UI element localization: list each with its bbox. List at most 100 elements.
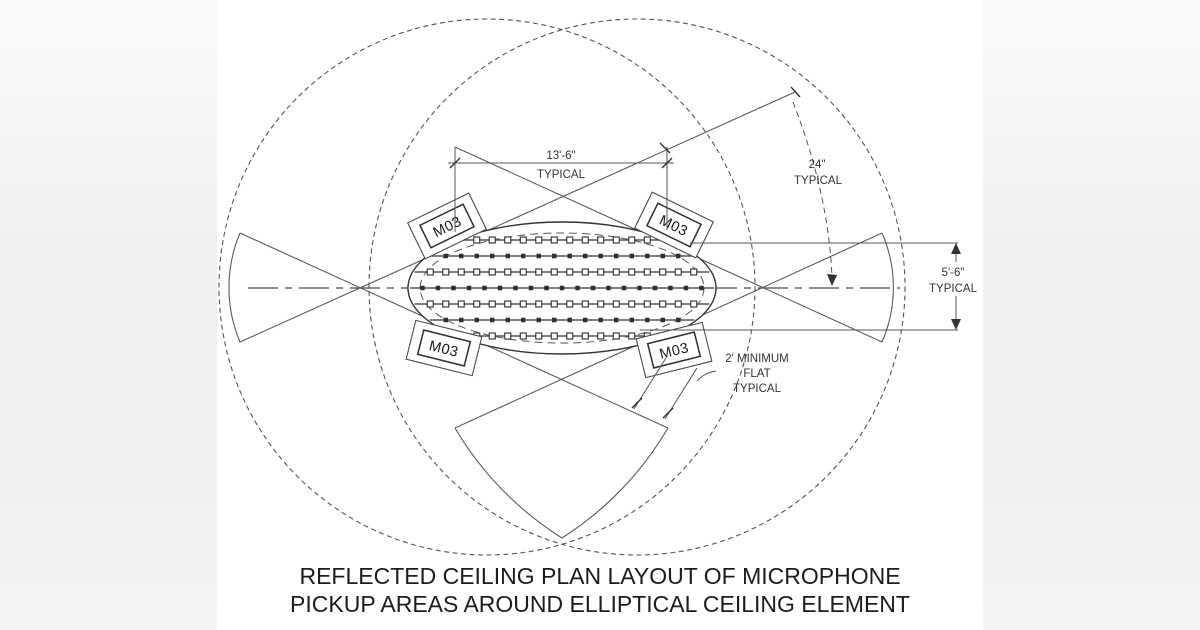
flat-zone-label-2: FLAT bbox=[743, 368, 770, 380]
array-element bbox=[505, 253, 510, 259]
array-element bbox=[581, 268, 589, 276]
dim-leader-arc bbox=[792, 101, 833, 279]
array-element bbox=[645, 317, 650, 323]
mic-tag-upper-right: M03 bbox=[633, 191, 715, 259]
dim-value: 24" bbox=[809, 159, 826, 171]
array-element bbox=[612, 268, 620, 276]
array-element bbox=[473, 236, 481, 244]
array-element bbox=[550, 236, 558, 244]
array-element bbox=[614, 253, 619, 259]
flat-zone-leader bbox=[696, 370, 717, 382]
array-element bbox=[519, 236, 527, 244]
pickup-arc-bottom-left bbox=[454, 427, 563, 539]
pickup-boundary-line-2 bbox=[239, 91, 796, 343]
dim-label-background bbox=[926, 262, 982, 296]
array-element bbox=[482, 285, 487, 291]
array-element bbox=[535, 236, 543, 244]
array-element bbox=[628, 236, 636, 244]
array-element bbox=[488, 300, 496, 308]
array-element bbox=[668, 285, 673, 291]
array-element bbox=[659, 268, 667, 276]
dim-qualifier: TYPICAL bbox=[537, 169, 586, 181]
array-element bbox=[659, 300, 667, 308]
array-element bbox=[566, 300, 574, 308]
array-element bbox=[676, 253, 681, 259]
array-element bbox=[443, 317, 448, 323]
array-element bbox=[628, 332, 636, 340]
dim-tick bbox=[790, 86, 801, 98]
array-element bbox=[521, 253, 526, 259]
array-element bbox=[699, 285, 704, 291]
array-element bbox=[597, 332, 605, 340]
array-element bbox=[566, 268, 574, 276]
array-element bbox=[459, 317, 464, 323]
dim-tick bbox=[659, 142, 671, 154]
array-element bbox=[598, 253, 603, 259]
array-element bbox=[497, 285, 503, 291]
array-element bbox=[535, 268, 543, 276]
array-element bbox=[504, 332, 512, 340]
array-element bbox=[674, 300, 682, 308]
array-element bbox=[621, 285, 627, 291]
pickup-arc-bottom-right bbox=[561, 427, 669, 539]
dim-horizontal-13-6: 13'-6" TYPICAL bbox=[448, 147, 674, 232]
array-element bbox=[643, 300, 651, 308]
array-element bbox=[559, 285, 565, 291]
dim-value: 5'-6" bbox=[942, 267, 965, 279]
array-element bbox=[674, 268, 682, 276]
diagram-title-line-2: PICKUP AREAS AROUND ELLIPTICAL CEILING E… bbox=[290, 591, 910, 617]
array-element bbox=[521, 317, 526, 323]
array-element bbox=[488, 236, 496, 244]
array-element bbox=[504, 268, 512, 276]
array-element bbox=[550, 332, 558, 340]
array-element bbox=[442, 268, 450, 276]
array-element bbox=[581, 332, 589, 340]
array-element bbox=[660, 317, 665, 323]
array-element bbox=[488, 332, 496, 340]
dim-tick bbox=[661, 157, 673, 169]
array-element bbox=[473, 268, 481, 276]
dim-tick bbox=[449, 157, 461, 169]
array-element bbox=[597, 268, 605, 276]
array-element bbox=[488, 268, 496, 276]
array-element bbox=[643, 268, 651, 276]
array-element bbox=[457, 268, 465, 276]
array-element bbox=[536, 253, 541, 259]
array-element bbox=[690, 268, 698, 276]
array-element bbox=[552, 317, 557, 323]
pickup-fan-arc-left bbox=[228, 232, 241, 343]
array-element bbox=[535, 300, 543, 308]
flat-zone-label-1: 2' MINIMUM bbox=[725, 353, 789, 365]
mic-tag-label: M03 bbox=[427, 338, 460, 361]
array-element bbox=[629, 317, 634, 323]
array-element bbox=[544, 285, 549, 291]
array-element bbox=[490, 317, 495, 323]
array-element bbox=[583, 253, 588, 259]
array-element bbox=[614, 317, 619, 323]
dim-element-spacing-24: 24" TYPICAL bbox=[659, 86, 843, 286]
array-element bbox=[513, 285, 518, 291]
array-element bbox=[598, 317, 603, 323]
dim-flat-zone: 2' MINIMUM FLAT TYPICAL bbox=[631, 353, 789, 420]
array-element bbox=[474, 253, 479, 259]
array-element bbox=[629, 253, 634, 259]
array-element bbox=[567, 317, 572, 323]
dim-tick bbox=[631, 397, 643, 409]
array-element bbox=[550, 268, 558, 276]
array-element bbox=[597, 236, 605, 244]
array-element bbox=[590, 285, 596, 291]
array-element bbox=[676, 317, 681, 323]
array-element bbox=[583, 317, 588, 323]
pickup-circle-left bbox=[218, 18, 756, 556]
array-element bbox=[581, 236, 589, 244]
array-element bbox=[519, 332, 527, 340]
array-element bbox=[426, 300, 434, 308]
array-element bbox=[612, 236, 620, 244]
dim-tick bbox=[662, 407, 674, 419]
array-element bbox=[637, 285, 642, 291]
array-element bbox=[474, 317, 479, 323]
array-element bbox=[459, 253, 464, 259]
array-element bbox=[550, 300, 558, 308]
diagram-title-line-1: REFLECTED CEILING PLAN LAYOUT OF MICROPH… bbox=[299, 563, 900, 589]
